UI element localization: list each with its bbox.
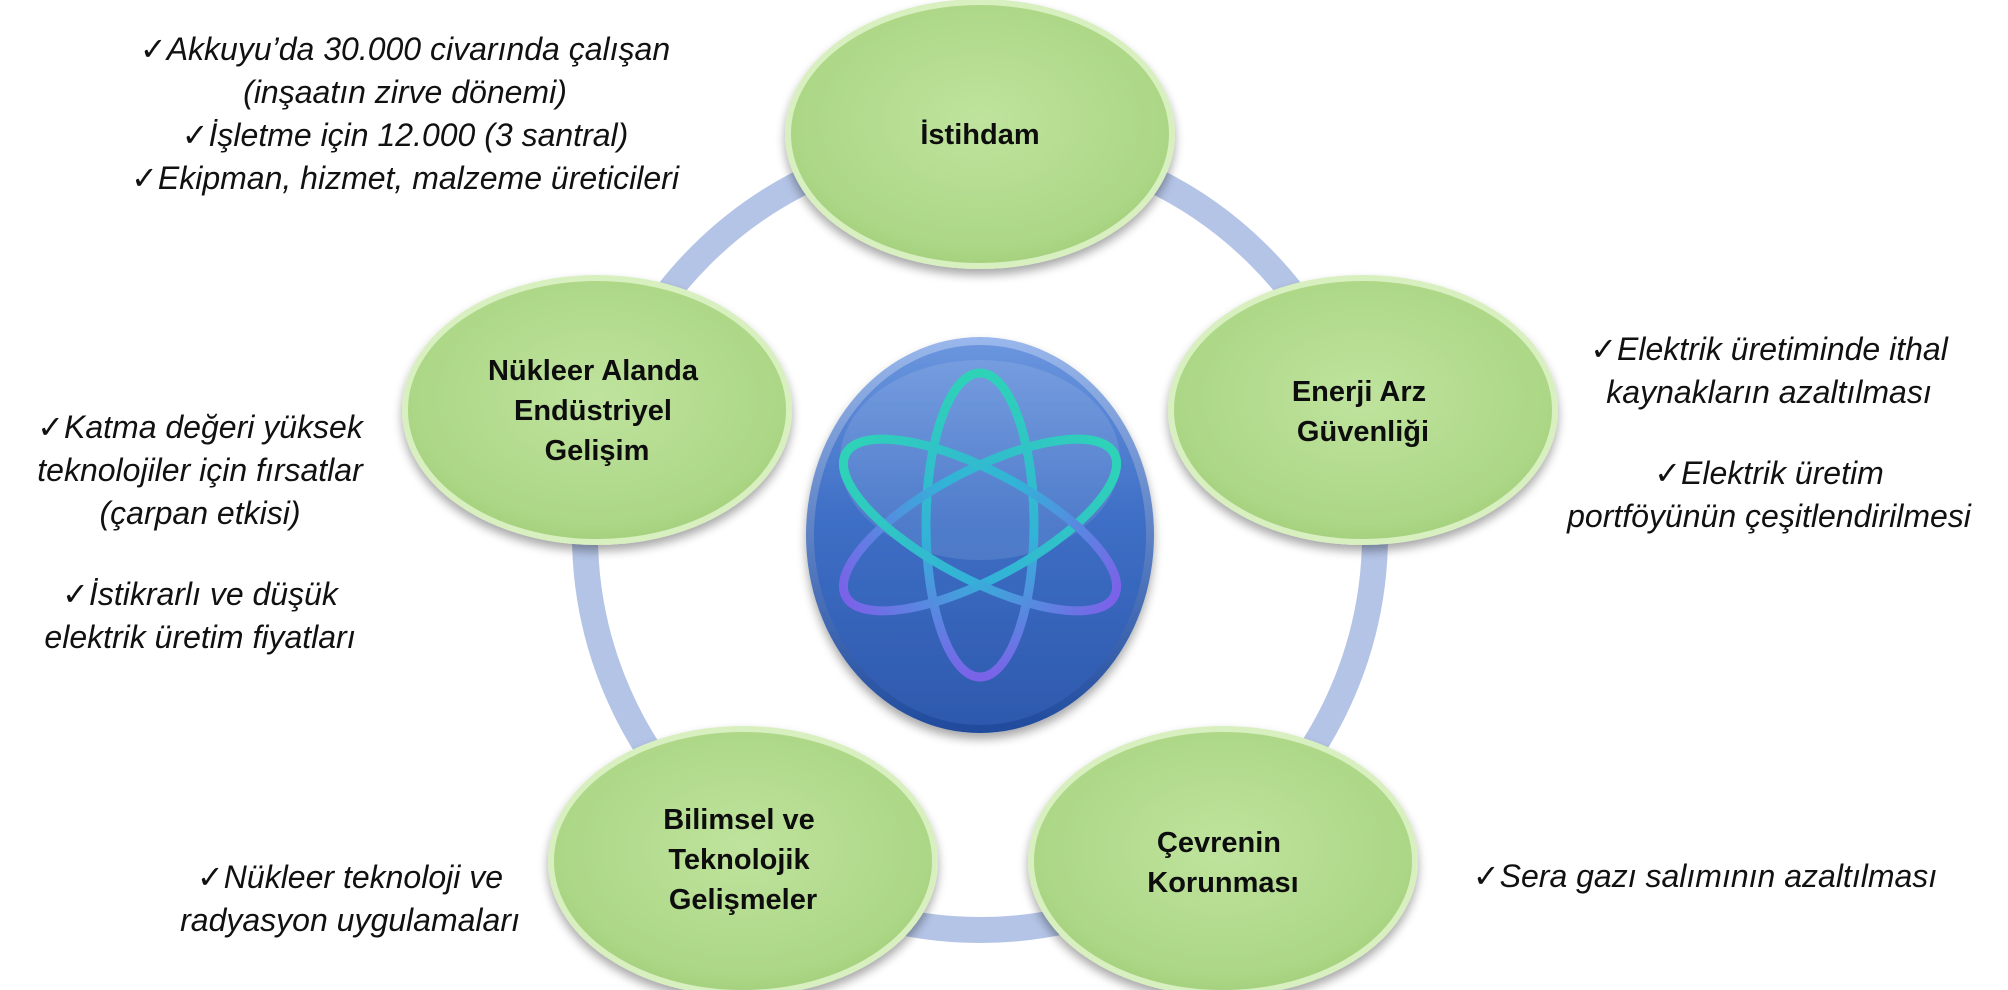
- node-istihdam-label: İstihdam: [920, 119, 1039, 151]
- node-bilimsel-gelismeler: Bilimsel ve Teknolojik Gelişmeler: [548, 726, 938, 990]
- note-line: teknolojiler için fırsatlar: [37, 452, 363, 488]
- note-line: ✓Elektrik üretim: [1654, 455, 1884, 491]
- note-enerji: ✓Elektrik üretiminde ithal kaynakların a…: [1530, 328, 2008, 538]
- note-line: ✓Katma değeri yüksek: [37, 409, 363, 445]
- note-line: ✓İşletme için 12.000 (3 santral): [181, 117, 629, 153]
- note-nukleer: ✓Katma değeri yüksek teknolojiler için f…: [0, 406, 400, 659]
- node-enerji-arz-guvenligi: Enerji Arz Güvenliği: [1168, 275, 1558, 545]
- node-cevre-label: Çevrenin Korunması: [1147, 827, 1298, 899]
- note-line: ✓Akkuyu’da 30.000 civarında çalışan: [139, 31, 671, 67]
- note-line: ✓Ekipman, hizmet, malzeme üreticileri: [131, 160, 679, 196]
- node-cevrenin-korunmasi: Çevrenin Korunması: [1028, 726, 1418, 990]
- note-line: ✓Nükleer teknoloji ve: [196, 859, 504, 895]
- node-nukleer-label: Nükleer Alanda Endüstriyel Gelişim: [488, 355, 706, 467]
- note-cevre: ✓Sera gazı salımının azaltılması: [1440, 855, 1970, 898]
- note-bilimsel: ✓Nükleer teknoloji ve radyasyon uygulama…: [130, 856, 570, 942]
- node-nukleer-endustriyel-gelisim: Nükleer Alanda Endüstriyel Gelişim: [402, 275, 792, 545]
- node-enerji-label: Enerji Arz Güvenliği: [1292, 376, 1434, 448]
- atom-icon: [838, 368, 1122, 682]
- note-line: kaynakların azaltılması: [1606, 374, 1932, 410]
- note-line: ✓Elektrik üretiminde ithal: [1590, 331, 1948, 367]
- note-line: (çarpan etkisi): [99, 495, 301, 531]
- note-line: (inşaatın zirve dönemi): [243, 74, 567, 110]
- note-line: radyasyon uygulamaları: [180, 902, 520, 938]
- note-line: elektrik üretim fiyatları: [44, 619, 356, 655]
- node-bilimsel-label: Bilimsel ve Teknolojik Gelişmeler: [663, 804, 823, 916]
- note-line: portföyünün çeşitlendirilmesi: [1567, 498, 1971, 534]
- note-line: ✓Sera gazı salımının azaltılması: [1472, 858, 1938, 894]
- note-line: ✓İstikrarlı ve düşük: [62, 576, 338, 612]
- node-istihdam: İstihdam: [785, 0, 1175, 269]
- note-istihdam: ✓Akkuyu’da 30.000 civarında çalışan (inş…: [95, 28, 715, 200]
